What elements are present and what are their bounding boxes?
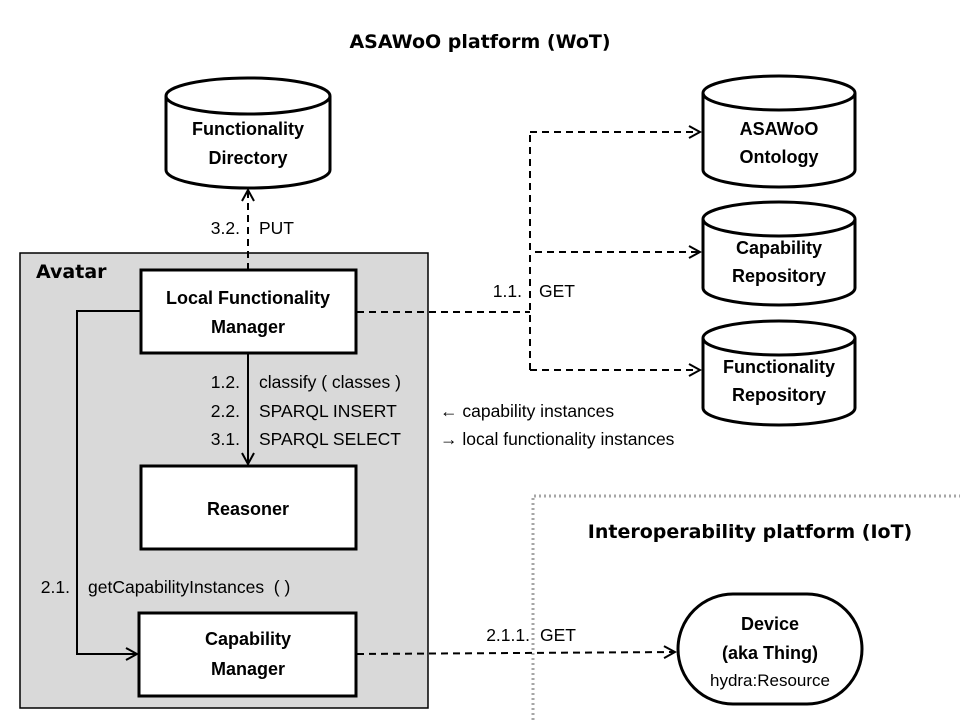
get-capability-instances-step: 2.1.: [41, 577, 70, 597]
capability-manager-box[interactable]: Capability Manager: [137, 611, 358, 698]
box-label-line2: Manager: [211, 317, 285, 337]
db-label-line1: Functionality: [192, 119, 304, 139]
sparql-select-label: SPARQL SELECT: [259, 429, 401, 449]
wot-platform-title: ASAWoO platform (WoT): [349, 31, 610, 53]
db-label-line1: Capability: [736, 238, 822, 258]
iot-platform-title: Interoperability platform (IoT): [588, 521, 912, 543]
db-label-line1: ASAWoO: [740, 119, 819, 139]
get-repos-label: GET: [539, 281, 575, 301]
get-capability-instances-arrow: [76, 310, 141, 654]
db-label-line2: Repository: [732, 385, 826, 405]
get-device-arrow: [356, 652, 675, 654]
box-label-line1: Capability: [205, 629, 291, 649]
device-label-line3: hydra:Resource: [710, 671, 830, 690]
sparql-select-step: 3.1.: [211, 429, 240, 449]
db-label-line2: Repository: [732, 266, 826, 286]
device-label-line2: (aka Thing): [722, 643, 818, 663]
asawoo-ontology-db[interactable]: ASAWoO Ontology: [701, 74, 857, 189]
sparql-select-note: → local functionality instances: [440, 429, 675, 449]
get-repos-step: 1.1.: [493, 281, 522, 301]
classify-step: 1.2.: [211, 372, 240, 392]
db-label-line1: Functionality: [723, 357, 835, 377]
functionality-directory-db[interactable]: Functionality Directory: [164, 76, 332, 190]
get-capability-instances-label: getCapabilityInstances ( ): [88, 577, 290, 597]
put-label: PUT: [259, 218, 294, 238]
avatar-title: Avatar: [36, 261, 107, 283]
device-label-line1: Device: [741, 614, 799, 634]
device-node[interactable]: Device (aka Thing) hydra:Resource: [676, 592, 864, 706]
put-step: 3.2.: [211, 218, 240, 238]
sparql-insert-step: 2.2.: [211, 401, 240, 421]
db-label-line2: Directory: [208, 148, 287, 168]
sparql-insert-label: SPARQL INSERT: [259, 401, 397, 421]
local-functionality-manager-box[interactable]: Local Functionality Manager: [139, 268, 358, 355]
box-label: Reasoner: [207, 499, 289, 519]
sparql-insert-note: ← capability instances: [440, 401, 614, 421]
capability-repository-db[interactable]: Capability Repository: [701, 200, 857, 307]
get-device-label: GET: [540, 625, 576, 645]
box-label-line1: Local Functionality: [166, 288, 330, 308]
db-label-line2: Ontology: [740, 147, 819, 167]
classify-label: classify ( classes ): [259, 372, 401, 392]
reasoner-box[interactable]: Reasoner: [139, 464, 358, 551]
get-device-step: 2.1.1.: [486, 625, 530, 645]
box-label-line2: Manager: [211, 659, 285, 679]
functionality-repository-db[interactable]: Functionality Repository: [701, 319, 857, 427]
